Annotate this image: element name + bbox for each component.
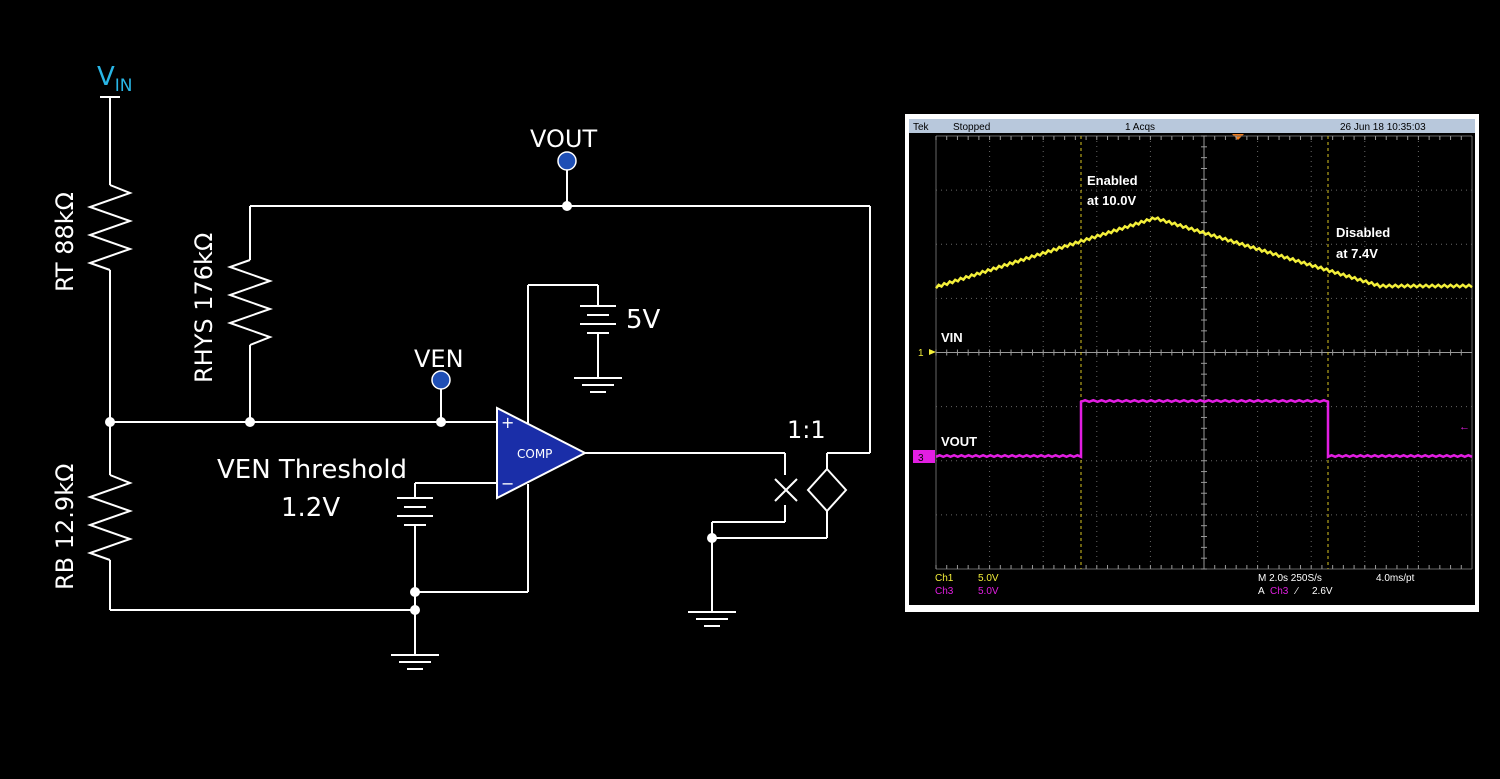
ch3-label: Ch3	[935, 586, 954, 597]
ground-icon	[574, 377, 622, 393]
scope-status: Stopped	[953, 122, 990, 133]
enabled-annotation: Enabled	[1087, 173, 1138, 188]
threshold-label: VEN Threshold	[217, 455, 407, 485]
rt-resistor	[86, 184, 134, 271]
threshold-battery	[397, 497, 433, 526]
rt-label: RT 88kΩ	[51, 192, 79, 292]
disabled-annotation: Disabled	[1336, 225, 1390, 240]
rb-label: RB 12.9kΩ	[51, 464, 79, 590]
comp-plus: +	[501, 413, 514, 432]
scope-brand: Tek	[913, 122, 930, 133]
trigger-level: 2.6V	[1312, 586, 1333, 597]
trigger-prefix: A	[1258, 586, 1265, 597]
scope-screen	[909, 133, 1475, 605]
ven-label: VEN	[414, 345, 464, 373]
switch-icon	[774, 478, 798, 502]
scope-header-bar	[909, 119, 1475, 133]
ch1-scale: 5.0V	[978, 573, 999, 584]
comp-label: COMP	[517, 447, 552, 461]
ven-probe	[431, 370, 451, 390]
ch3-ground-marker: 3	[918, 453, 924, 464]
comp-minus: −	[501, 474, 514, 493]
comparator	[496, 406, 588, 500]
trigger-slope-icon: ∕	[1293, 586, 1299, 597]
rb-resistor	[86, 474, 134, 561]
ch1-ground-marker: 1	[918, 348, 924, 359]
vout-label: VOUT	[530, 125, 597, 153]
rhys-resistor	[226, 259, 274, 346]
disabled-annotation-value: at 7.4V	[1336, 246, 1378, 261]
supply-label: 5V	[626, 305, 661, 335]
ground-icon	[391, 654, 439, 670]
ground-icon	[688, 611, 736, 627]
vin-trace	[935, 216, 1473, 289]
vout-probe	[557, 151, 577, 171]
trigger-source: Ch3	[1270, 586, 1289, 597]
ch3-ground-marker-box	[913, 450, 935, 463]
enabled-annotation-value: at 10.0V	[1087, 193, 1136, 208]
vin-label: VIN	[97, 62, 133, 96]
ch3-scale: 5.0V	[978, 586, 999, 597]
sample-rate: 4.0ms/pt	[1376, 573, 1415, 584]
ratio-label: 1:1	[787, 416, 826, 444]
scope-acqs: 1 Acqs	[1125, 122, 1155, 133]
scope-cursors	[1080, 136, 1329, 569]
rhys-label: RHYS 176kΩ	[190, 233, 218, 383]
scope-graticule	[935, 135, 1473, 570]
trigger-level-marker: ←	[1459, 421, 1470, 433]
scope-datetime: 26 Jun 18 10:35:03	[1340, 122, 1426, 133]
timebase: M 2.0s 250S/s	[1258, 573, 1322, 584]
ch3-trace-label: VOUT	[941, 434, 977, 449]
threshold-value: 1.2V	[281, 493, 340, 523]
ch1-label: Ch1	[935, 573, 954, 584]
ch1-trace-label: VIN	[941, 330, 963, 345]
vout-trace	[935, 398, 1473, 459]
